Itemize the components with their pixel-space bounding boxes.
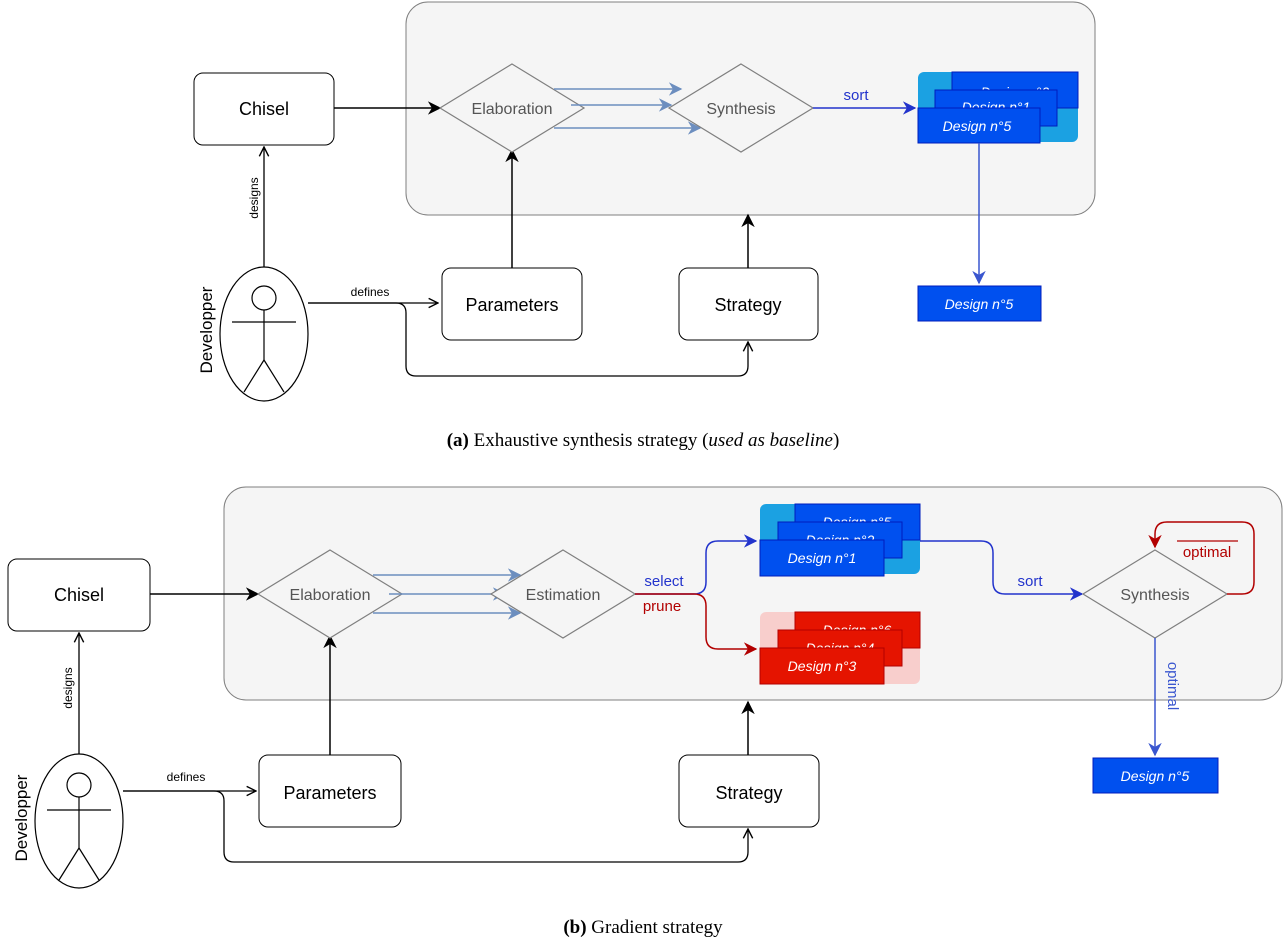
red-card-front-label-b: Design n°3 xyxy=(788,658,857,674)
design-card-front-label-a: Design n°5 xyxy=(943,118,1012,134)
strategy-label-a: Strategy xyxy=(714,295,781,315)
blue-design-stack-b: Design n°5 Design n°2 Design n°1 xyxy=(759,503,921,577)
strategy-label-b: Strategy xyxy=(715,783,782,803)
caption-a: (a) Exhaustive synthesis strategy (used … xyxy=(447,430,840,451)
not-optimal-label-b: optimal xyxy=(1183,544,1231,561)
designs-label-a: designs xyxy=(247,177,261,218)
defines-arrow-strategy-a xyxy=(308,302,748,377)
sort-label-b: sort xyxy=(1017,573,1043,590)
chisel-box-b xyxy=(7,558,151,632)
synthesis-label-a: Synthesis xyxy=(706,101,775,118)
developer-actor-b xyxy=(34,753,124,889)
sort-arrow-b xyxy=(920,540,1084,601)
designs-label-b: designs xyxy=(61,667,75,708)
select-label-b: select xyxy=(644,573,684,590)
result-label-a: Design n°5 xyxy=(945,296,1014,312)
result-label-b: Design n°5 xyxy=(1121,768,1190,784)
defines-arrow-strategy-b xyxy=(123,790,748,863)
chisel-label-a: Chisel xyxy=(239,99,289,119)
design-stack-a: Design n°2 Design n°1 Design n°5 xyxy=(917,71,1079,144)
chisel-label-b: Chisel xyxy=(54,585,104,605)
result-card-a xyxy=(917,285,1042,322)
blue-card-front-label-b: Design n°1 xyxy=(788,550,857,566)
figure-a: Chisel designs Developper defines Parame… xyxy=(193,1,1096,451)
red-design-stack-b: Design n°6 Design n°4 Design n°3 xyxy=(759,611,921,685)
estimation-label-b: Estimation xyxy=(526,587,601,604)
result-card-b xyxy=(1092,757,1219,794)
select-arrow-b xyxy=(635,534,758,595)
estimation-diamond-b xyxy=(489,549,637,639)
optimal-label-b: optimal xyxy=(1164,662,1181,710)
synthesis-label-b: Synthesis xyxy=(1120,587,1189,604)
red-card-front-b xyxy=(759,647,885,685)
chisel-box-a xyxy=(193,72,335,146)
developer-label-a: Developper xyxy=(197,286,216,373)
strategy-box-b xyxy=(678,754,820,828)
prune-label-b: prune xyxy=(643,598,681,615)
not-optimal-loop-b xyxy=(1148,521,1255,595)
elaboration-label-a: Elaboration xyxy=(472,101,553,118)
elaboration-label-b: Elaboration xyxy=(290,587,371,604)
developer-actor-a xyxy=(219,266,309,402)
elaboration-diamond-b xyxy=(256,549,404,639)
parameters-label-b: Parameters xyxy=(283,783,376,803)
figure-b: Chisel designs Developper defines Parame… xyxy=(7,486,1283,938)
defines-label-a: defines xyxy=(351,285,390,299)
synthesis-diamond-a xyxy=(667,63,815,153)
elaboration-diamond-a xyxy=(438,63,586,153)
caption-b: (b) Gradient strategy xyxy=(563,917,723,938)
blue-card-front-b xyxy=(759,539,885,577)
parameters-label-a: Parameters xyxy=(465,295,558,315)
developer-label-b: Developper xyxy=(12,774,31,861)
prune-arrow-b xyxy=(635,593,758,656)
defines-label-b: defines xyxy=(167,770,206,784)
sort-label-a: sort xyxy=(843,87,869,104)
design-card-front-a xyxy=(917,107,1041,144)
